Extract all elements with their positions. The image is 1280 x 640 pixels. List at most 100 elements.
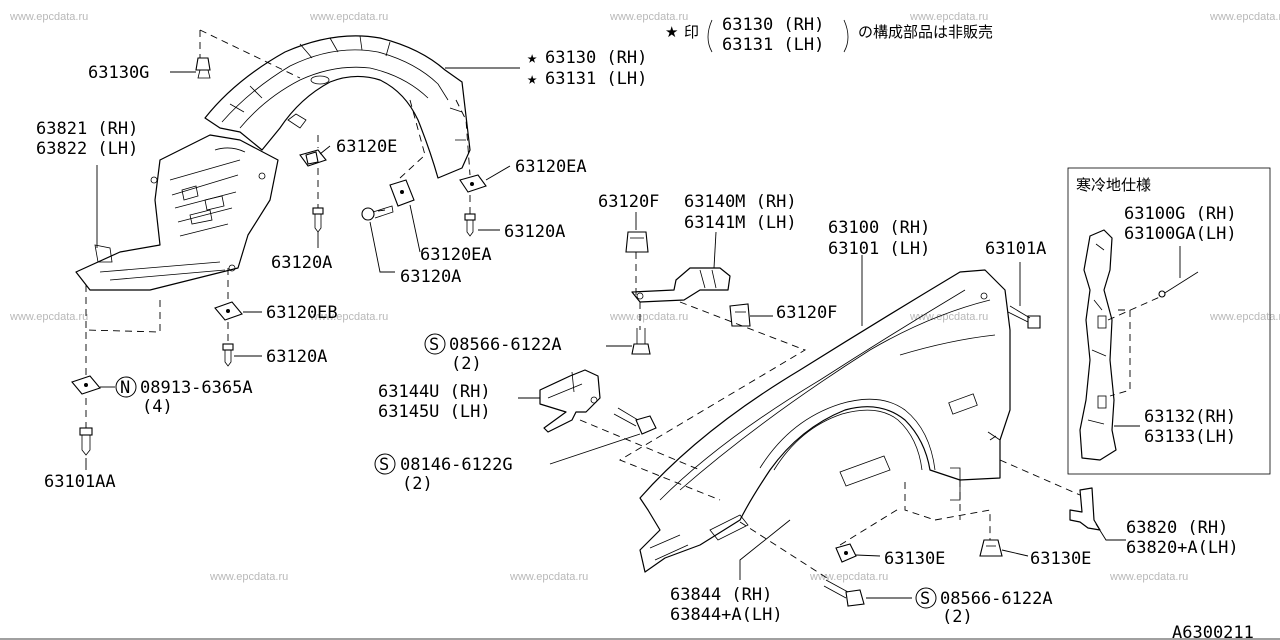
watermark: www.epcdata.ru [1209, 311, 1280, 323]
watermark: www.epcdata.ru [609, 311, 688, 323]
screw-63101AA-icon [79, 427, 93, 456]
part-label: 63120E [336, 137, 397, 157]
n-symbol-icon [115, 376, 137, 398]
part-label: 63821 (RH) [36, 119, 138, 139]
fender-protector-front [204, 35, 471, 179]
inset-frame [1067, 167, 1271, 475]
star-icon: ★ [527, 69, 537, 89]
bolt-08566-icon [631, 328, 651, 355]
watermark: www.epcdata.ru [309, 11, 388, 23]
bracket-63140M-icon [631, 267, 731, 303]
part-label: 63131 (LH) [545, 69, 647, 89]
star-icon: ★ [665, 23, 678, 41]
bracket-63820-icon [1069, 487, 1101, 531]
part-label: 63100 (RH) [828, 218, 930, 238]
u-clip-08913-icon [71, 375, 101, 395]
bolt-63120A-icon [361, 205, 394, 221]
part-label: 63120EB [266, 303, 338, 323]
watermark: www.epcdata.ru [1109, 571, 1188, 583]
part-label: 63820+A(LH) [1126, 538, 1239, 558]
leader [319, 145, 331, 155]
note-mark: 印 [684, 23, 699, 41]
watermark: www.epcdata.ru [9, 11, 88, 23]
part-label: 63120A [504, 222, 565, 242]
part-label: 63820 (RH) [1126, 518, 1228, 538]
bolt-63101A-icon [1007, 305, 1041, 329]
watermark: www.epcdata.ru [909, 311, 988, 323]
part-label: 63120F [598, 192, 659, 212]
screw-63120A-icon [464, 213, 476, 237]
dash-line [839, 482, 936, 546]
fender-protector-rear [75, 134, 279, 291]
leader [485, 165, 511, 181]
part-label: 08566-6122A [940, 589, 1053, 609]
part-label: 63130E [1030, 549, 1091, 569]
watermark-layer: www.epcdata.ru www.epcdata.ru www.epcdat… [9, 11, 1280, 583]
watermark: www.epcdata.ru [209, 571, 288, 583]
s-symbol-icon [374, 453, 396, 475]
leader [369, 221, 395, 273]
dash-line [579, 419, 701, 471]
quantity-label: (4) [142, 397, 173, 417]
part-label: 63144U (RH) [378, 382, 491, 402]
part-label: 63120A [266, 347, 327, 367]
watermark: www.epcdata.ru [309, 311, 388, 323]
clip-63120F-icon [729, 303, 751, 327]
part-label: 63120EA [420, 245, 492, 265]
bracket-right [843, 19, 849, 53]
part-label: 63141M (LH) [684, 213, 797, 233]
part-label: 63844 (RH) [670, 585, 772, 605]
leader [1001, 549, 1029, 557]
part-label: 63145U (LH) [378, 402, 491, 422]
watermark: www.epcdata.ru [9, 311, 88, 323]
cold-climate-inset: 寒冷地仕様 63100G (RH) 63100GA(LH) 63132(RH) … [1067, 167, 1271, 475]
dash-line [934, 509, 991, 540]
leader [739, 519, 791, 580]
part-label: 63133(LH) [1144, 427, 1236, 447]
u-clip-63120EB-icon [214, 301, 243, 321]
dash-line [1109, 309, 1131, 397]
part-label: 63130E [884, 549, 945, 569]
bolt-08146-icon [613, 407, 657, 435]
part-label: 63120A [271, 253, 332, 273]
note-part-lh: 63131 (LH) [722, 35, 824, 55]
part-label: 63100G (RH) [1124, 204, 1237, 224]
s-symbol: S [429, 335, 439, 355]
dash-line [618, 301, 807, 501]
part-label: 63101AA [44, 472, 116, 492]
clip-63130E-icon [979, 539, 1003, 557]
star-icon: ★ [527, 48, 537, 68]
part-label: 63140M (RH) [684, 192, 797, 212]
u-clip-63120EA-icon [459, 174, 487, 193]
dash-line [399, 99, 426, 179]
s-symbol: S [920, 589, 930, 609]
quantity-label: (2) [402, 474, 433, 494]
quantity-label: (2) [942, 607, 973, 627]
dash-line [739, 521, 831, 581]
part-label: 63120F [776, 303, 837, 323]
dash-line [455, 99, 471, 176]
part-label: 08913-6365A [140, 378, 253, 398]
bracket-left [707, 19, 713, 53]
inset-title: 寒冷地仕様 [1076, 176, 1151, 194]
n-symbol: N [120, 378, 130, 398]
part-label: 63100GA(LH) [1124, 224, 1237, 244]
watermark: www.epcdata.ru [909, 11, 988, 23]
bolt-08566-lower-icon [823, 579, 865, 607]
part-label: 08146-6122G [400, 455, 513, 475]
part-label: 63101A [985, 239, 1046, 259]
mud-guard-63132-icon [1079, 229, 1117, 461]
screw-63120A-icon [312, 207, 324, 233]
part-label: 63130G [88, 63, 149, 83]
dash-line [1107, 295, 1163, 321]
diagram-code: A6300211 [1172, 623, 1254, 640]
screw-63120A-icon [222, 343, 234, 367]
part-label: 63844+A(LH) [670, 605, 783, 625]
part-label: 63132(RH) [1144, 407, 1236, 427]
s-symbol: S [379, 455, 389, 475]
watermark: www.epcdata.ru [609, 11, 688, 23]
dash-line [371, 209, 386, 213]
leader [855, 554, 881, 557]
part-label: 63101 (LH) [828, 239, 930, 259]
leader [549, 433, 641, 465]
